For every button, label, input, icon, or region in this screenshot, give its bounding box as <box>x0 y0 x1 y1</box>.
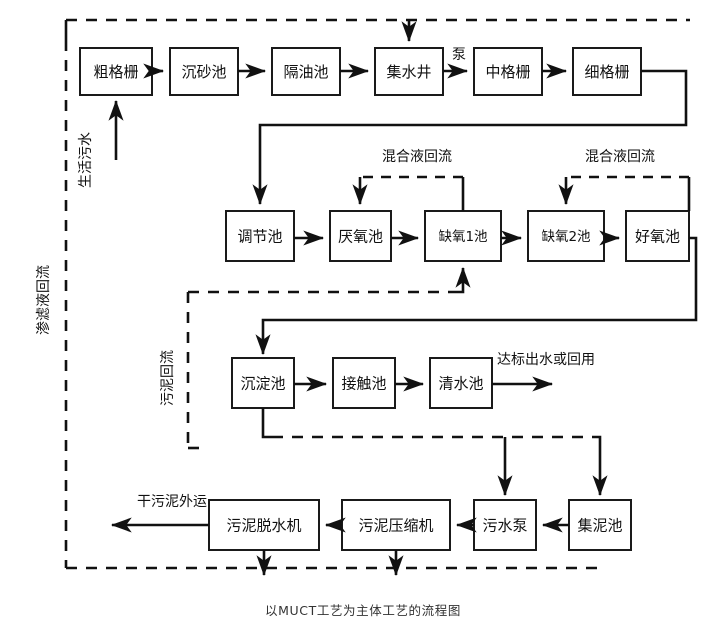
clean-water-tank-rect[interactable] <box>429 357 493 409</box>
sludge-collection-tank-label: 集泥池 <box>577 517 622 535</box>
oil-separation-rect[interactable] <box>271 47 341 96</box>
regulating-tank-label: 调节池 <box>237 228 282 246</box>
line-fine-screen-to-regulating-tank <box>252 69 688 206</box>
line-sedimentation-sludge-out <box>261 408 272 439</box>
leachate-return-loop <box>64 18 690 570</box>
vertical-labels: 生活污水 渗滤液回流 污泥回流 <box>36 132 176 406</box>
collection-well-rect[interactable] <box>374 47 444 96</box>
dry-sludge-transport-label: 干污泥外运 <box>137 494 207 510</box>
box-anoxic-tank-2[interactable]: 缺氧2池 <box>527 210 605 262</box>
aerobic-tank-label: 好氧池 <box>635 228 680 246</box>
box-collection-well[interactable]: 集水井 <box>374 47 444 96</box>
sewage-pump-rect[interactable] <box>473 499 537 551</box>
medium-screen-label: 中格栅 <box>485 63 530 81</box>
medium-screen-rect[interactable] <box>473 47 543 96</box>
grit-chamber-label: 沉砂池 <box>181 63 226 81</box>
clean-water-tank-label: 清水池 <box>438 375 483 393</box>
mixed-liquor-return-2-label: 混合液回流 <box>585 149 655 165</box>
box-regulating-tank[interactable]: 调节池 <box>225 210 295 262</box>
row-biological: 调节池 厌氧池 缺氧1池 缺氧2池 好氧池 <box>186 149 698 450</box>
box-coarse-screen[interactable]: 粗格栅 <box>79 47 153 96</box>
anoxic-tank-1-label: 缺氧1池 <box>438 229 487 245</box>
contact-tank-label: 接触池 <box>341 375 386 393</box>
coarse-screen-label: 粗格栅 <box>93 63 138 81</box>
domestic-sewage-label: 生活污水 <box>78 132 94 188</box>
box-sedimentation-tank[interactable]: 沉淀池 <box>231 357 295 409</box>
sludge-dewatering-machine-rect[interactable] <box>208 499 320 551</box>
box-sewage-pump[interactable]: 污水泵 <box>473 499 537 551</box>
box-aerobic-tank[interactable]: 好氧池 <box>625 210 690 262</box>
oil-separation-label: 隔油池 <box>283 63 328 81</box>
box-clean-water-tank[interactable]: 清水池 <box>429 357 493 409</box>
box-contact-tank[interactable]: 接触池 <box>332 357 396 409</box>
arrow-sludge-return-into-anoxic1 <box>455 266 471 294</box>
anoxic-tank-2-label: 缺氧2池 <box>541 229 590 245</box>
anoxic-tank-2-rect[interactable] <box>527 210 605 262</box>
leachate-return-label: 渗滤液回流 <box>36 265 52 335</box>
fine-screen-rect[interactable] <box>572 47 642 96</box>
box-fine-screen[interactable]: 细格栅 <box>572 47 642 96</box>
box-grit-chamber[interactable]: 沉砂池 <box>169 47 239 96</box>
row-clarification: 沉淀池 接触池 清水池 达标出水或回用 <box>231 352 608 497</box>
box-oil-separation[interactable]: 隔油池 <box>271 47 341 96</box>
figure-caption: 以MUCT工艺为主体工艺的流程图 <box>265 603 461 618</box>
aerobic-tank-rect[interactable] <box>625 210 690 262</box>
mixed-liquor-return-1-label: 混合液回流 <box>382 149 452 165</box>
arrow-sludge-header-to-collection-tank <box>592 435 608 497</box>
box-sludge-compressor[interactable]: 污泥压缩机 <box>341 499 451 551</box>
line-aerobic-to-sedimentation <box>255 236 698 356</box>
box-anoxic-tank-1[interactable]: 缺氧1池 <box>424 210 502 262</box>
sewage-pump-label: 污水泵 <box>482 517 527 535</box>
collection-well-label: 集水井 <box>386 63 431 81</box>
row-pretreatment: 粗格栅 沉砂池 隔油池 集水井 中格栅 细格栅 <box>79 20 688 206</box>
sedimentation-tank-label: 沉淀池 <box>240 375 285 393</box>
regulating-tank-rect[interactable] <box>225 210 295 262</box>
anoxic-tank-1-rect[interactable] <box>424 210 502 262</box>
sludge-return-label: 污泥回流 <box>160 350 176 406</box>
sludge-compressor-label: 污泥压缩机 <box>358 517 433 535</box>
box-anaerobic-tank[interactable]: 厌氧池 <box>329 210 392 262</box>
sludge-compressor-rect[interactable] <box>341 499 451 551</box>
sedimentation-tank-rect[interactable] <box>231 357 295 409</box>
anaerobic-tank-rect[interactable] <box>329 210 392 262</box>
pump-label: 泵 <box>452 47 466 63</box>
box-medium-screen[interactable]: 中格栅 <box>473 47 543 96</box>
row-sludge-treatment: 污泥脱水机 污泥压缩机 污水泵 集泥池 干污泥外运 <box>110 494 632 577</box>
sludge-dewatering-machine-label: 污泥脱水机 <box>226 517 301 535</box>
grit-chamber-rect[interactable] <box>169 47 239 96</box>
box-sludge-collection-tank[interactable]: 集泥池 <box>568 499 632 551</box>
box-sludge-dewatering-machine[interactable]: 污泥脱水机 <box>208 499 320 551</box>
coarse-screen-rect[interactable] <box>79 47 153 96</box>
fine-screen-label: 细格栅 <box>584 63 629 81</box>
anaerobic-tank-label: 厌氧池 <box>338 228 383 246</box>
effluent-or-reuse-label: 达标出水或回用 <box>497 352 595 368</box>
